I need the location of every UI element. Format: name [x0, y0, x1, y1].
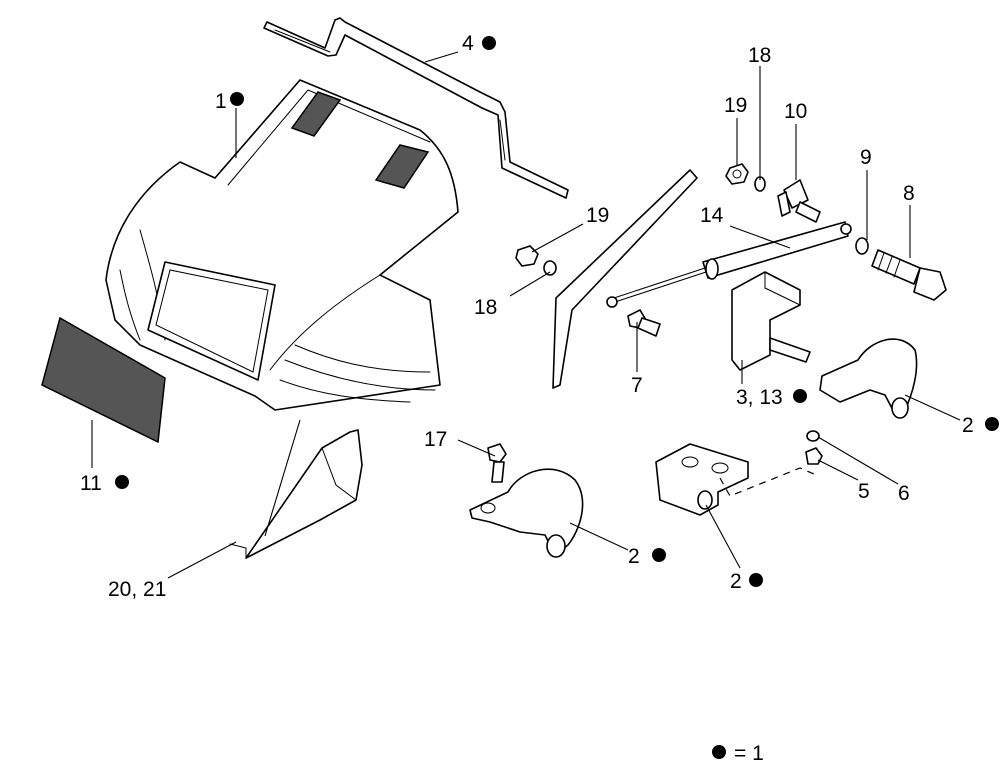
clamp-right-part	[819, 338, 918, 419]
callout-20-21: 20, 21	[108, 578, 166, 601]
gas-strut-part	[606, 221, 852, 308]
callout-3-13-dot	[793, 389, 807, 403]
callout-2-lower-left-dot	[652, 548, 666, 562]
callout-3-13: 3, 13	[736, 386, 783, 409]
callout-2-right-dot	[985, 417, 999, 431]
callout-14: 14	[700, 204, 724, 227]
callout-8: 8	[903, 182, 915, 205]
callout-10: 10	[784, 100, 807, 123]
legend-text: = 1	[734, 742, 764, 765]
bracket-bar-part	[263, 17, 569, 199]
leader-lines	[91, 51, 961, 579]
hinge-bracket-part	[731, 271, 811, 371]
side-panel-part	[229, 429, 363, 559]
callout-18-upper: 18	[748, 44, 771, 67]
bracket-lower-middle-part	[655, 443, 749, 516]
assembly-dashed-line	[719, 467, 815, 497]
washer-6-part	[806, 430, 820, 442]
washer-middle-part	[543, 260, 557, 276]
nut-middle-part	[515, 245, 539, 267]
callout-11-dot	[115, 475, 129, 489]
bolt-8-part	[871, 249, 947, 301]
callout-19-middle: 19	[586, 204, 609, 227]
callout-17: 17	[424, 428, 447, 451]
callout-9: 9	[860, 146, 872, 169]
nut-5-part	[805, 447, 823, 465]
callout-2-right: 2	[962, 414, 974, 437]
callout-4: 4	[462, 32, 474, 55]
callout-1: 1	[215, 90, 227, 113]
nut-upper-part	[725, 163, 749, 185]
stud-part	[777, 179, 821, 223]
arm-part	[552, 169, 698, 389]
callout-1-dot	[230, 92, 244, 106]
clamp-lower-left-part	[469, 468, 584, 558]
callout-2-lower-left: 2	[628, 545, 640, 568]
washer-9-part	[855, 237, 869, 255]
callout-19-upper: 19	[724, 94, 747, 117]
bolt-7-part	[627, 309, 661, 337]
hood-part	[105, 79, 459, 411]
callout-4-dot	[482, 36, 496, 50]
bolt-17-part	[487, 443, 507, 483]
callout-18-middle: 18	[474, 296, 497, 319]
legend-dot	[712, 745, 726, 759]
callout-2-lower-middle-dot	[749, 573, 763, 587]
callout-7: 7	[631, 374, 643, 397]
callout-6: 6	[898, 482, 910, 505]
callout-2-lower-middle: 2	[730, 570, 742, 593]
callout-11: 11	[80, 472, 102, 495]
callout-5: 5	[858, 480, 870, 503]
grille-part	[41, 316, 166, 444]
